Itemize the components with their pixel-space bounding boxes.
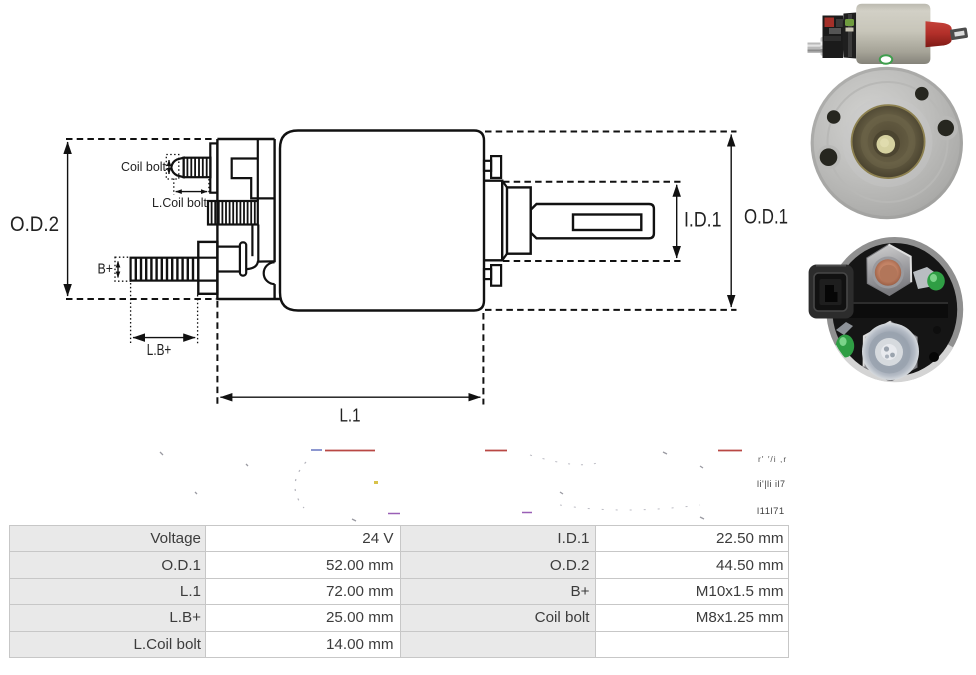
svg-text:l11l71: l11l71 xyxy=(757,506,785,517)
svg-text:r' ′/і ,r: r' ′/і ,r xyxy=(758,454,787,464)
svg-text:O.D.1: O.D.1 xyxy=(744,205,788,229)
svg-text:I.D.1: I.D.1 xyxy=(684,209,722,232)
svg-text:Coil bolt: Coil bolt xyxy=(121,159,166,174)
svg-text:O.D.2: O.D.2 xyxy=(10,212,59,236)
svg-text:L.1: L.1 xyxy=(340,406,361,426)
svg-text:L.Coil bolt: L.Coil bolt xyxy=(152,195,207,210)
svg-text:L.B+: L.B+ xyxy=(147,342,172,359)
svg-text:lі'|lі іl7: lі'|lі іl7 xyxy=(757,479,786,489)
svg-text:B+: B+ xyxy=(98,261,114,278)
